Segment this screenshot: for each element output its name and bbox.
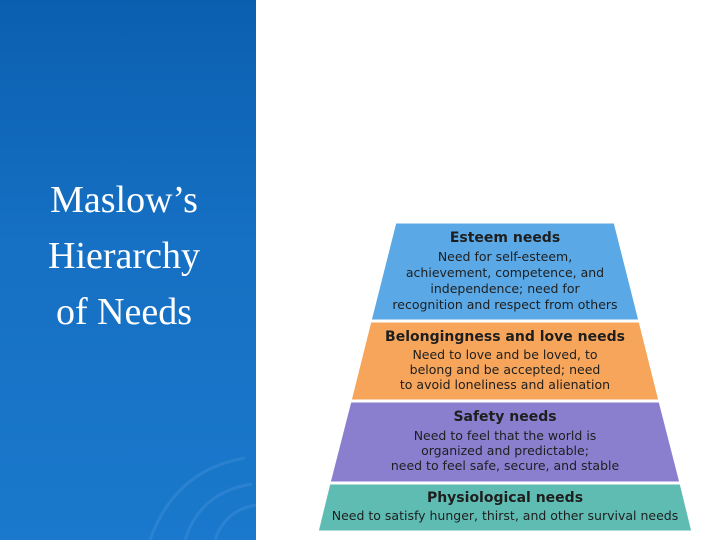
- tier-physiological-shape: [315, 481, 695, 534]
- tier-esteem-line-4: recognition and respect from others: [392, 297, 617, 312]
- tier-esteem-title: Esteem needs: [450, 230, 560, 246]
- tier-safety-line-2: organized and predictable;: [421, 443, 589, 458]
- title-line-3: of Needs: [55, 291, 193, 333]
- tier-safety-line-1: Need to feel that the world is: [414, 428, 597, 443]
- tier-esteem-line-2: achievement, competence, and: [406, 265, 604, 280]
- tier-physiological-line-1: Need to satisfy hunger, thirst, and othe…: [332, 508, 679, 523]
- slide-title: Maslow’s Hierarchy of Needs: [8, 172, 240, 340]
- tier-safety-line-3: need to feel safe, secure, and stable: [391, 458, 620, 473]
- title-line-2: Hierarchy: [48, 235, 200, 277]
- needs-pyramid: Esteem needs Need for self-esteem, achie…: [315, 222, 695, 534]
- decorative-swirl: [148, 456, 256, 540]
- tier-esteem: Esteem needs Need for self-esteem, achie…: [368, 222, 642, 323]
- tier-belonging: Belongingness and love needs Need to lov…: [348, 319, 662, 403]
- tier-belonging-title: Belongingness and love needs: [385, 329, 625, 345]
- tier-physiological-title: Physiological needs: [427, 490, 583, 506]
- tier-safety-title: Safety needs: [453, 409, 556, 425]
- title-line-1: Maslow’s: [50, 179, 198, 221]
- side-panel: Maslow’s Hierarchy of Needs: [0, 0, 256, 540]
- tier-belonging-line-3: to avoid loneliness and alienation: [400, 377, 610, 392]
- tier-safety: Safety needs Need to feel that the world…: [327, 399, 683, 485]
- tier-belonging-line-2: belong and be accepted; need: [410, 362, 601, 377]
- tier-esteem-line-1: Need for self-esteem,: [438, 249, 572, 264]
- tier-belonging-line-1: Need to love and be loved, to: [412, 347, 597, 362]
- tier-physiological: Physiological needs Need to satisfy hung…: [315, 481, 695, 534]
- tier-esteem-line-3: independence; need for: [430, 281, 580, 296]
